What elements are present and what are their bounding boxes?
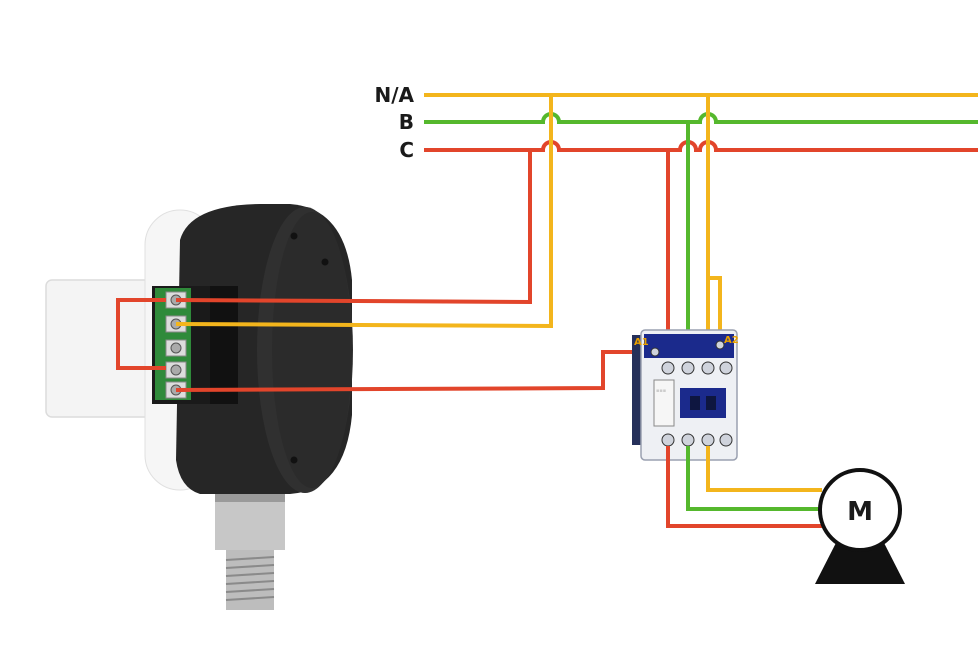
neck-shadow [215, 494, 285, 502]
motor-label: M [847, 497, 873, 527]
motor: M [815, 468, 905, 584]
bottom-terminals [661, 433, 733, 447]
label-na: N/A [374, 83, 414, 107]
wire-c-to-switch [175, 150, 532, 305]
label-b: B [399, 110, 414, 134]
wire-t1-to-motor [666, 446, 822, 528]
plate-text: ▪▪▪ [656, 388, 666, 394]
a1-label: A1 [634, 337, 649, 348]
label-c: C [399, 138, 414, 162]
motor-base [815, 535, 905, 584]
terminal-cavity [210, 286, 238, 404]
pressure-switch [45, 204, 353, 610]
line-labels: N/A B C [374, 83, 414, 162]
wire-na-to-switch [175, 95, 553, 329]
top-terminals [650, 340, 733, 375]
wire-jumper [116, 298, 166, 370]
window-slot [690, 396, 700, 410]
contactor-label-plate [653, 379, 675, 427]
contactor-window [680, 388, 726, 418]
terminal-screws [165, 291, 187, 399]
supply-lines [424, 93, 978, 152]
mount-hole [290, 232, 298, 240]
motor-wires [666, 446, 822, 528]
gauge-neck [215, 494, 285, 550]
fitting-threads [225, 556, 275, 601]
mount-hole [321, 258, 329, 266]
a2-label: A2 [724, 335, 739, 346]
wire-a2-loop [708, 276, 722, 345]
line-b [424, 112, 978, 124]
wire-switch-to-a1 [175, 350, 655, 392]
motor-circle [818, 468, 902, 552]
gauge-face [272, 212, 352, 488]
mount-hole [290, 456, 298, 464]
window-slot [706, 396, 716, 410]
wire-t3-to-motor [706, 446, 822, 492]
wire-t2-to-motor [686, 446, 822, 511]
line-c [424, 140, 978, 152]
contactor: ▪▪▪ A1 A2 [632, 329, 739, 461]
